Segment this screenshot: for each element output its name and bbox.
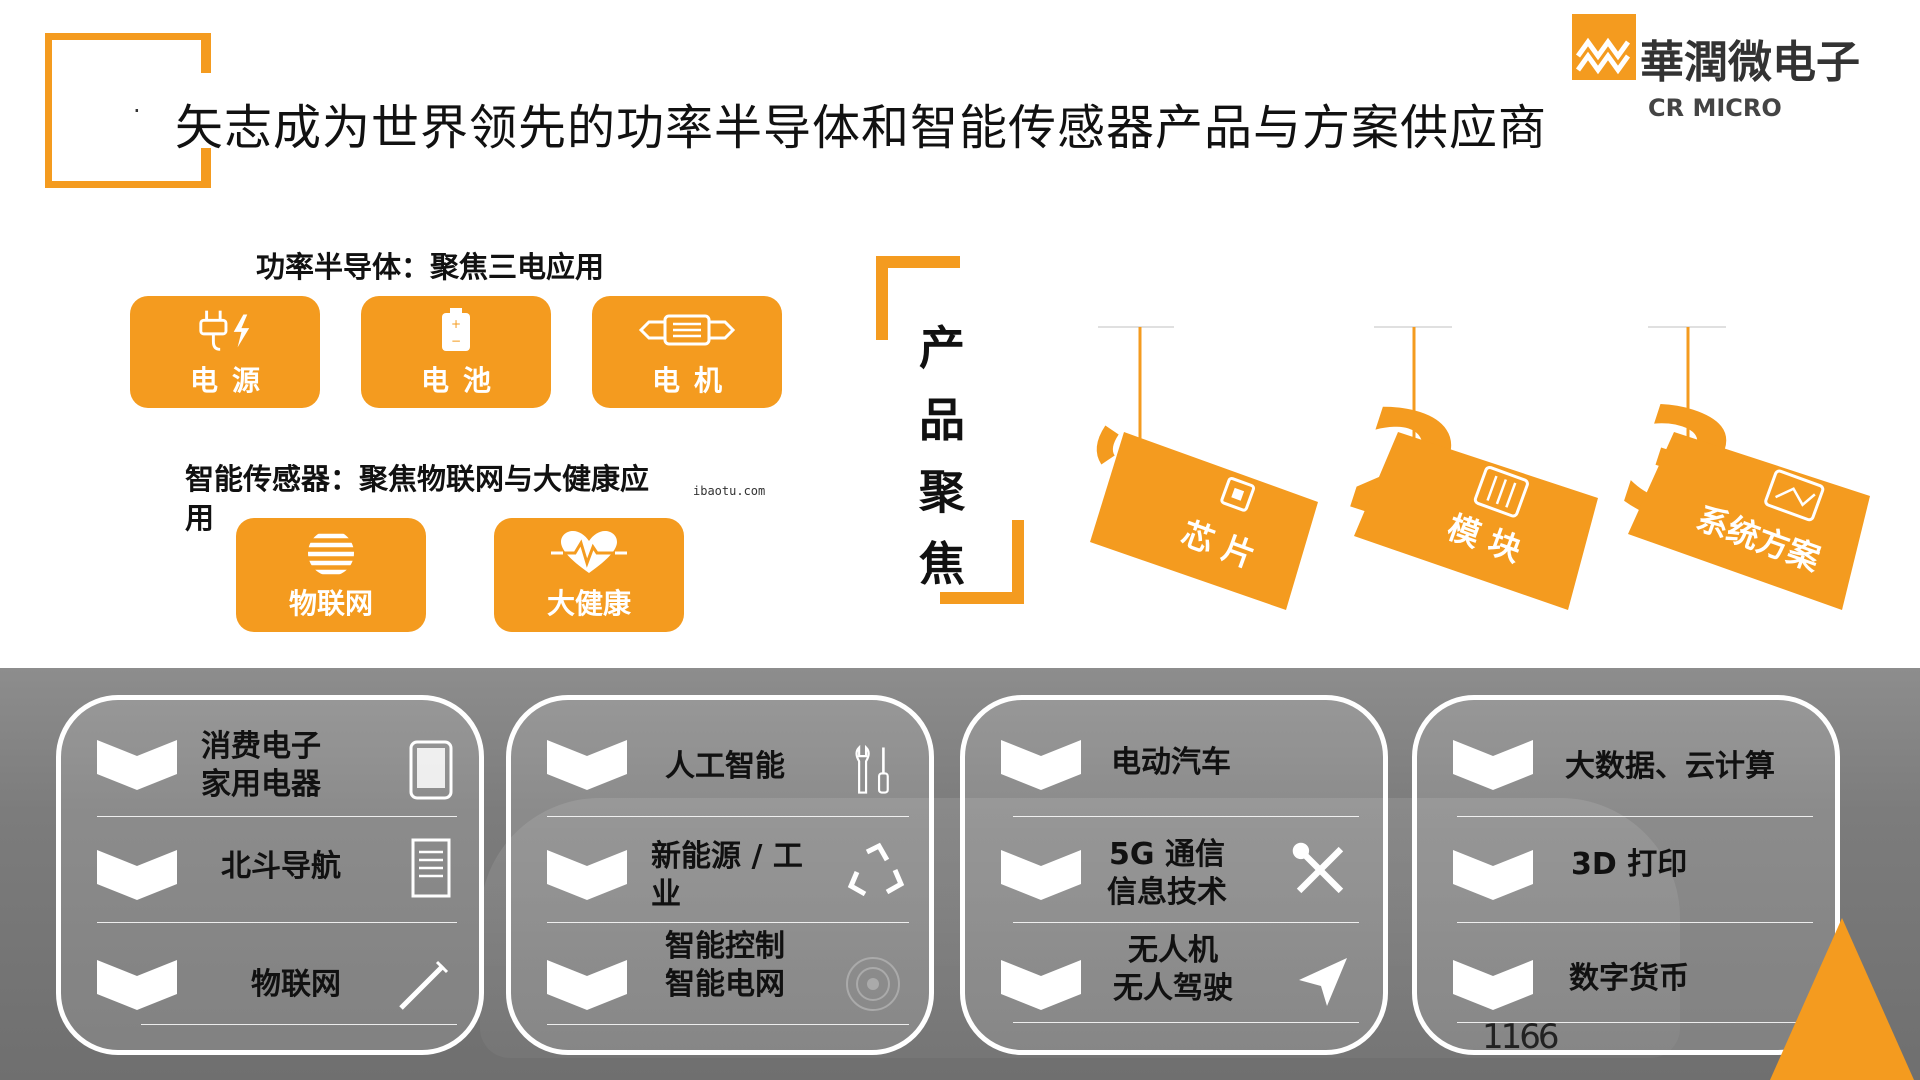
- product-tags: 2 3 芯 片 模 块 系统方案 1: [1090, 326, 1870, 610]
- module-icon: [1473, 465, 1529, 518]
- gear-icon: [846, 957, 900, 1011]
- app-row: 3D 打印: [1417, 820, 1845, 923]
- tag-chip: [1090, 326, 1318, 610]
- tools-icon: [855, 744, 889, 794]
- chevron-down-icon: [1453, 740, 1533, 790]
- power-card-label: 电机: [651, 364, 736, 397]
- power-card-power: 电源: [130, 296, 320, 408]
- app-row-text: 物联网: [251, 967, 341, 1002]
- app-row-text: 电动汽车: [1111, 745, 1231, 780]
- motor-icon: [637, 305, 737, 355]
- svg-text:+: +: [451, 317, 461, 331]
- battery-icon: + −: [426, 305, 486, 355]
- page-number: 1166: [1482, 1017, 1560, 1057]
- app-row: 人工智能: [511, 710, 939, 817]
- app-row-text: 5G 通信信息技术: [1107, 837, 1227, 910]
- app-row-text: 数字货币: [1569, 961, 1689, 996]
- heartbeat-icon: [549, 528, 629, 578]
- app-row: 新能源 / 工业: [511, 820, 939, 923]
- title-bullet: ·: [133, 97, 141, 125]
- app-row: 大数据、云计算: [1417, 710, 1845, 817]
- chevron-down-icon: [1001, 740, 1081, 790]
- chevron-down-icon: [547, 740, 627, 790]
- app-row: 物联网: [61, 930, 489, 1030]
- chevron-down-icon: [1453, 960, 1533, 1010]
- app-row-text: 3D 打印: [1571, 847, 1688, 882]
- product-focus-label: 产 品 聚 焦: [919, 321, 965, 591]
- app-row: 电动汽车: [965, 710, 1393, 817]
- power-card-label: 电源: [189, 364, 274, 397]
- globe-icon: [301, 528, 361, 578]
- focus-bracket-bottom: [940, 520, 1024, 604]
- app-row: 消费电子家用电器: [61, 710, 489, 817]
- app-row: 智能控制智能电网: [511, 929, 939, 1030]
- app-row-text: 大数据、云计算: [1565, 749, 1775, 784]
- keyboard-backdrop: [480, 798, 1680, 1058]
- title-bracket: [45, 33, 211, 188]
- sensor-card-iot: 物联网: [236, 518, 426, 632]
- tag-module: 2: [1328, 326, 1598, 610]
- svg-text:−: −: [451, 334, 461, 348]
- app-panel-1: 消费电子家用电器 北斗导航 物联网: [56, 695, 484, 1055]
- app-row-text: 北斗导航: [221, 849, 341, 884]
- app-panel-2: 人工智能 新能源 / 工业 智能控制智能电网: [506, 695, 934, 1055]
- power-card-label: 电池: [420, 364, 505, 397]
- chevron-down-icon: [97, 850, 177, 900]
- chevron-down-icon: [547, 850, 627, 900]
- chevron-down-icon: [97, 740, 177, 790]
- power-card-battery: + − 电池: [361, 296, 551, 408]
- app-row-text: 无人机无人驾驶: [1113, 933, 1233, 1006]
- sensor-card-health: 大健康: [494, 518, 684, 632]
- chip-icon: [1220, 476, 1256, 512]
- server-icon: [411, 838, 451, 898]
- logo-text-en: CR MICRO: [1648, 94, 1782, 122]
- app-row-text: 新能源 / 工业: [651, 839, 803, 912]
- tablet-icon: [409, 740, 453, 800]
- tag-system: 3: [1602, 326, 1870, 610]
- logo-text-cn: 華潤微电子: [1640, 37, 1860, 88]
- circuit-icon: [1764, 469, 1825, 522]
- app-row: 5G 通信信息技术: [965, 820, 1393, 923]
- chevron-down-icon: [1001, 960, 1081, 1010]
- sensor-card-label: 大健康: [546, 587, 631, 620]
- chevron-down-icon: [547, 960, 627, 1010]
- app-row: 数字货币: [1417, 930, 1845, 1030]
- syringe-icon: [399, 960, 449, 1010]
- power-section-title: 功率半导体：聚焦三电应用: [256, 250, 605, 284]
- corner-triangle: [1770, 918, 1914, 1080]
- sensor-section-title: 智能传感器：聚焦物联网与大健康应: [185, 462, 650, 496]
- logo-mark: [1572, 14, 1636, 80]
- focus-bracket-top: [876, 256, 960, 340]
- wrench-screwdriver-icon: [1292, 842, 1344, 894]
- chevron-down-icon: [1453, 850, 1533, 900]
- app-row: 北斗导航: [61, 820, 489, 923]
- chevron-down-icon: [97, 960, 177, 1010]
- paper-plane-icon: [1299, 958, 1347, 1006]
- chevron-down-icon: [1001, 850, 1081, 900]
- plug-bolt-icon: [195, 305, 255, 355]
- application-banner: [0, 668, 1920, 1080]
- app-row-text: 人工智能: [665, 749, 785, 784]
- app-row-text: 消费电子家用电器: [201, 729, 321, 802]
- recycle-icon: [847, 842, 905, 897]
- app-panel-4: 大数据、云计算 3D 打印 数字货币: [1412, 695, 1840, 1055]
- sensor-section-title-wrap: 用: [185, 501, 215, 535]
- app-row-text: 智能控制智能电网: [665, 929, 785, 1002]
- page-title: 矢志成为世界领先的功率半导体和智能传感器产品与方案供应商: [175, 100, 1548, 156]
- sensor-card-label: 物联网: [288, 587, 373, 620]
- power-card-motor: 电机: [592, 296, 782, 408]
- watermark-text: ibaotu.com: [693, 484, 766, 498]
- app-panel-3: 电动汽车 5G 通信信息技术 无人机无人驾驶: [960, 695, 1388, 1055]
- app-row: 无人机无人驾驶: [965, 930, 1393, 1030]
- logo-mountain-icon: [1575, 37, 1631, 75]
